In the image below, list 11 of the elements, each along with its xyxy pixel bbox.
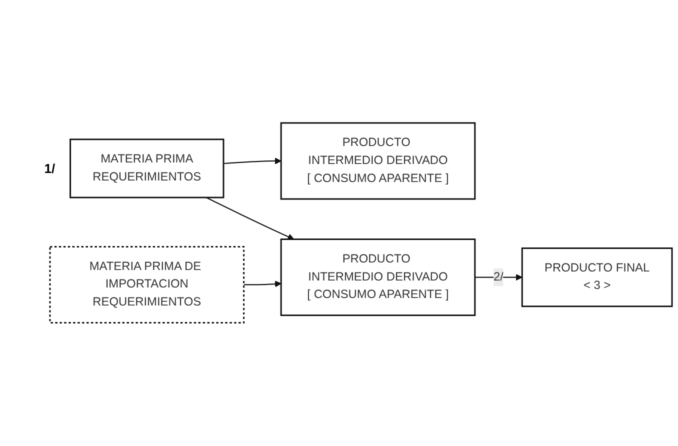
arrow <box>206 197 294 240</box>
note-label: 1/ <box>44 160 56 176</box>
node-box: MATERIA PRIMA REQUERIMIENTOS <box>70 138 224 198</box>
node-box: MATERIA PRIMA DE IMPORTACION REQUERIMIENTOS <box>49 246 245 324</box>
arrow <box>474 274 522 281</box>
arrow <box>244 280 282 288</box>
arrow <box>223 158 282 164</box>
edge-label: 2/ <box>494 270 504 284</box>
node-box: PRODUCTO INTERMEDIO DERIVADO [ CONSUMO APARENTE ] <box>280 122 476 200</box>
node-box: PRODUCTO INTERMEDIO DERIVADO [ CONSUMO APARENTE ] <box>280 238 476 316</box>
node-box: PRODUCTO FINAL < 3 > <box>521 248 673 308</box>
